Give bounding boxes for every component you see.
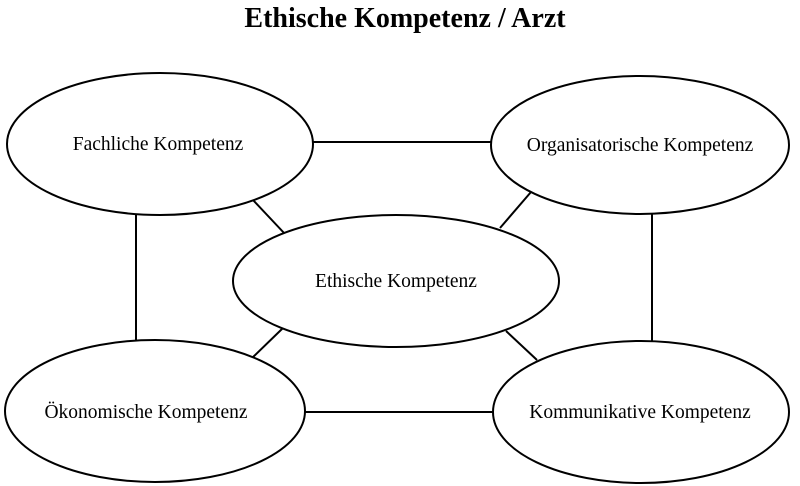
node-oekonomische-kompetenz: Ökonomische Kompetenz (4, 339, 306, 483)
node-ethische-ellipse (232, 214, 560, 348)
diagram-title: Ethische Kompetenz / Arzt (244, 3, 566, 34)
competence-nodes: Fachliche Kompetenz Organisatorische Kom… (4, 72, 790, 484)
node-ethische-kompetenz: Ethische Kompetenz (232, 214, 560, 348)
edge-fachliche-ethische (252, 199, 286, 235)
node-ethische-label: Ethische Kompetenz (315, 271, 477, 292)
node-organisatorische-kompetenz: Organisatorische Kompetenz (490, 75, 790, 215)
node-kommunikative-kompetenz: Kommunikative Kompetenz (492, 340, 790, 484)
node-kommunikative-ellipse (492, 340, 790, 484)
node-kommunikative-label: Kommunikative Kompetenz (529, 402, 751, 423)
node-fachliche-kompetenz: Fachliche Kompetenz (6, 72, 314, 216)
node-fachliche-label: Fachliche Kompetenz (73, 134, 244, 155)
node-organisatorische-ellipse (490, 75, 790, 215)
node-organisatorische-label: Organisatorische Kompetenz (527, 135, 754, 156)
node-fachliche-ellipse (6, 72, 314, 216)
node-oekonomische-label: Ökonomische Kompetenz (44, 402, 247, 423)
edge-organisatorische-ethische (499, 191, 532, 229)
edge-kommunikative-ethische (505, 330, 538, 361)
connections (135, 141, 653, 413)
node-oekonomische-ellipse (4, 339, 306, 483)
edge-oekonomische-ethische (250, 327, 284, 360)
